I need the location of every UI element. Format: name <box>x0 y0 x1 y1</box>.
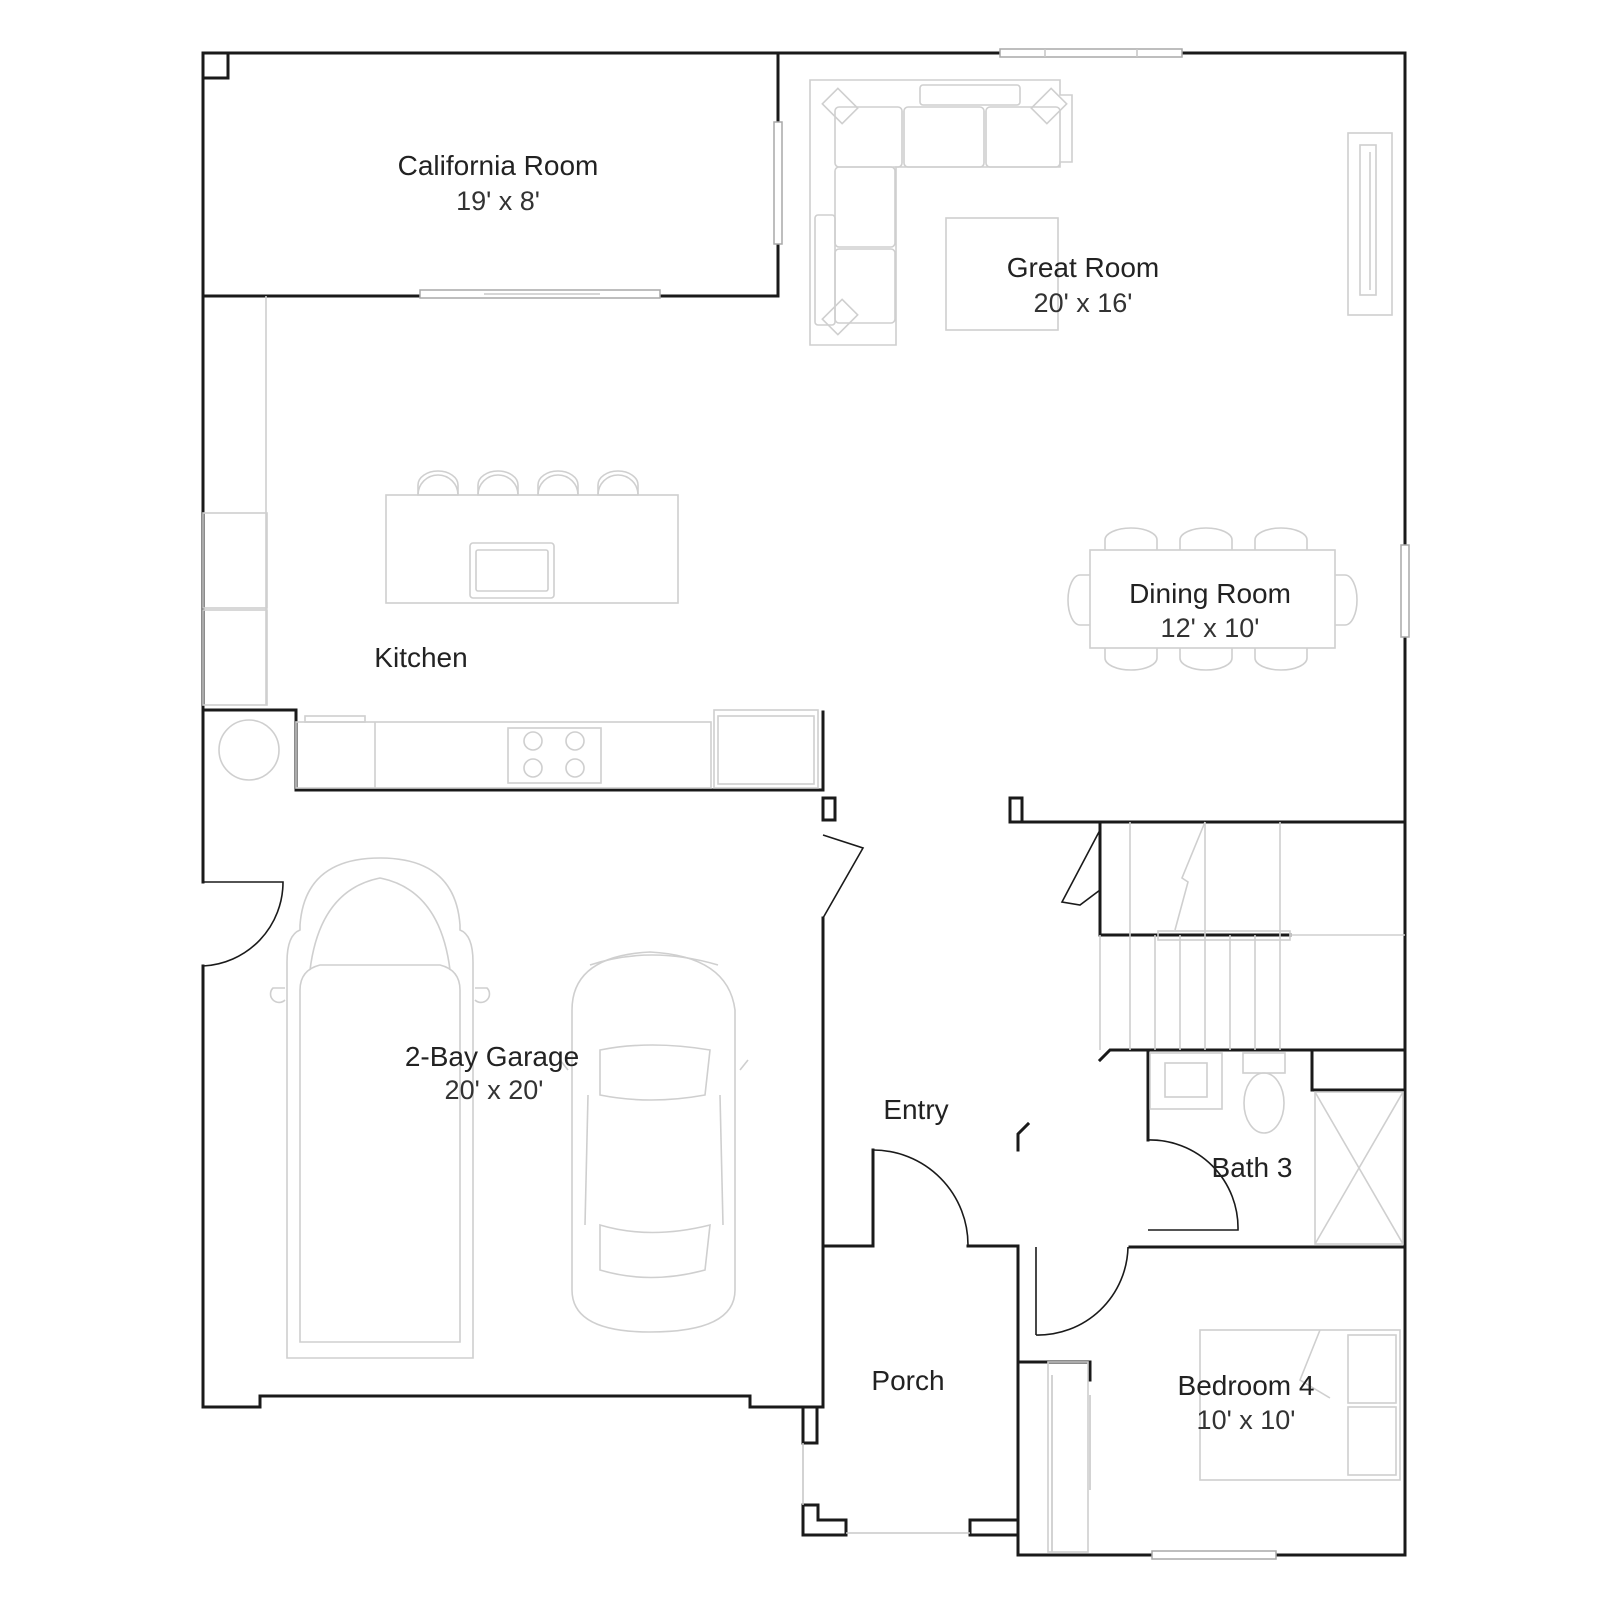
front-door <box>872 1149 969 1247</box>
porch-name: Porch <box>871 1365 944 1396</box>
window-bedroom <box>1151 1550 1277 1560</box>
garage-dimensions: 20' x 20' <box>445 1075 544 1105</box>
california-room-dimensions: 19' x 8' <box>456 186 540 216</box>
coffee-table <box>945 217 1059 331</box>
stair-post <box>1008 796 1024 824</box>
fireplace-tv <box>1347 132 1393 316</box>
room-labels: California Room 19' x 8' Great Room 20' … <box>374 150 1314 1435</box>
corner-post <box>201 51 230 80</box>
porch-post-right <box>968 1518 1020 1537</box>
van-outline <box>269 857 491 1359</box>
vanity <box>1149 1052 1223 1110</box>
garage-door-post <box>821 796 837 822</box>
stair-break-line <box>1174 821 1206 931</box>
water-heater <box>218 719 280 781</box>
toilet-tank <box>1242 1052 1286 1074</box>
great-room-dimensions: 20' x 16' <box>1034 288 1133 318</box>
stair-closet-door <box>1060 829 1101 906</box>
window-great-room-top <box>999 48 1183 58</box>
window-california-right <box>773 121 783 245</box>
dining-room-name: Dining Room <box>1129 578 1291 609</box>
entry-name: Entry <box>883 1094 948 1125</box>
window-dining <box>1400 544 1410 638</box>
bedroom-door <box>1035 1246 1129 1336</box>
windows <box>419 48 1410 1560</box>
kitchen-counter <box>295 709 819 789</box>
porch-corner <box>801 1503 848 1537</box>
great-room-outer-wall <box>776 51 1407 824</box>
bath-3-name: Bath 3 <box>1212 1152 1293 1183</box>
bedroom-closet <box>1047 1361 1089 1553</box>
bedroom-4-dimensions: 10' x 10' <box>1197 1405 1296 1435</box>
entry-wall <box>821 1121 1031 1364</box>
porch-post-left <box>801 1405 819 1445</box>
bath-fixtures <box>1149 1052 1404 1245</box>
dining-room-dimensions: 12' x 10' <box>1161 613 1260 643</box>
kitchen-name: Kitchen <box>374 642 467 673</box>
porch-wall <box>1016 1360 1092 1557</box>
california-room-name: California Room <box>398 150 599 181</box>
shower <box>1314 1091 1404 1245</box>
garage-side-door <box>202 881 284 967</box>
bed <box>1199 1329 1401 1481</box>
garage-name: 2-Bay Garage <box>405 1041 579 1072</box>
toilet-bowl <box>1243 1072 1285 1134</box>
car-outline <box>559 951 749 1333</box>
garage-house-door <box>822 834 865 919</box>
kitchen-island <box>385 470 679 604</box>
stair-lower-wall <box>1097 820 1407 1063</box>
doors <box>202 829 1239 1552</box>
bath-door <box>1147 1139 1239 1231</box>
bedroom-4-name: Bedroom 4 <box>1178 1370 1315 1401</box>
staircase <box>1099 821 1405 1050</box>
sectional-sofa <box>809 79 1073 346</box>
stair-handrail <box>1157 930 1291 941</box>
kitchen-left-cabinets <box>202 296 268 706</box>
great-room-name: Great Room <box>1007 252 1160 283</box>
dining-table <box>1067 527 1358 671</box>
bath-wall <box>1128 1048 1407 1249</box>
